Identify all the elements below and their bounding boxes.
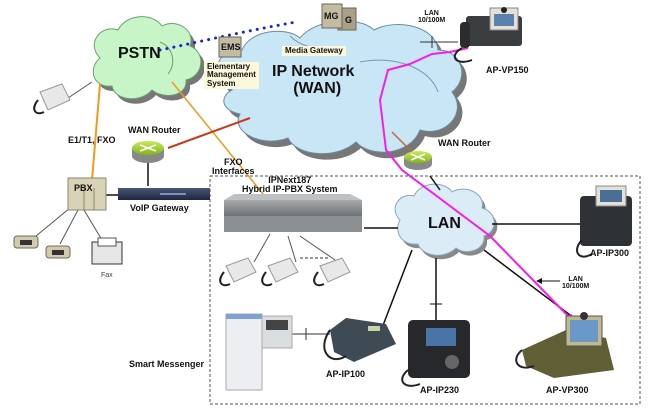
ems-server-icon xyxy=(218,36,242,58)
fxo-line2: Interfaces xyxy=(212,166,255,177)
ipnext187-pbx-icon xyxy=(224,194,362,232)
ap-ip300-phone-icon xyxy=(576,185,632,258)
mg-back-label: G xyxy=(345,15,353,25)
ems-note-line2: Management xyxy=(207,70,256,80)
analog-phone-icon-1 xyxy=(219,257,257,287)
lan-right-label: LAN 10/100M xyxy=(562,276,589,291)
fxo-interfaces-label: FXO Interfaces xyxy=(212,157,255,177)
mg-label: MG xyxy=(324,11,339,21)
link-ems-dotted xyxy=(158,20,298,52)
lan-right-line1: LAN xyxy=(568,276,583,283)
link-pstn-phone xyxy=(67,81,93,99)
ap-ip300-label: AP-IP300 xyxy=(590,248,630,258)
wan-router-icon-right xyxy=(404,151,432,170)
ap-ip230-label: AP-IP230 xyxy=(420,385,460,395)
lan-top-label: LAN 10/100M xyxy=(418,10,445,25)
link-lan-ip100 xyxy=(381,249,413,329)
fxo-line1: FXO xyxy=(224,157,243,167)
ems-label: EMS xyxy=(221,42,241,52)
pstn-label: PSTN xyxy=(118,45,161,62)
ip-network-label-line1: IP Network xyxy=(272,63,355,80)
pbx-label: PBX xyxy=(74,183,93,193)
lan-top-line2: 10/100M xyxy=(418,17,446,25)
smart-messenger-window-icon xyxy=(225,313,293,391)
fax-machine-icon xyxy=(91,237,123,265)
ipnext-line1: IPNext187 xyxy=(268,175,312,185)
ip-network-cloud xyxy=(216,20,467,160)
ap-vp150-phone-icon xyxy=(453,7,522,63)
fax-label: Fax xyxy=(101,272,113,279)
ap-vp300-phone-icon xyxy=(515,312,614,378)
desk-phone-icon-pbx-1 xyxy=(13,235,39,249)
e1-t1-fxo-label: E1/T1, FXO xyxy=(68,135,116,145)
ipnext-line2: Hybrid IP-PBX System xyxy=(242,184,338,195)
ems-note-line3: System xyxy=(207,78,236,88)
media-gateway-icon xyxy=(321,3,357,31)
media-gateway-note: Media Gateway xyxy=(282,46,346,57)
link-router2-lan xyxy=(429,175,441,191)
ems-note: Elementary Management System xyxy=(204,62,259,90)
lan-top-line1: LAN xyxy=(424,10,439,17)
analog-phone-icon-2 xyxy=(261,257,299,287)
ap-vp150-label: AP-VP150 xyxy=(486,65,529,75)
wan-router-right-label: WAN Router xyxy=(438,138,491,148)
site-boundary xyxy=(209,175,641,405)
ems-note-line1: Elementary xyxy=(207,62,251,71)
voip-gateway-label: VoIP Gateway xyxy=(130,203,189,213)
video-call-path xyxy=(378,47,573,321)
link-pstn-ipnext xyxy=(171,81,269,201)
wan-router-left-label: WAN Router xyxy=(128,125,181,135)
ap-vp300-label: AP-VP300 xyxy=(546,385,589,395)
link-pstn-pbx xyxy=(91,83,101,181)
ap-ip100-label: AP-IP100 xyxy=(326,369,366,379)
ip-network-label-line2: (WAN) xyxy=(293,79,342,97)
desk-phone-icon-pbx-2 xyxy=(45,245,71,259)
lan-cloud xyxy=(394,183,498,260)
analog-phone-icon-pstn xyxy=(33,83,71,115)
smart-messenger-label: Smart Messenger xyxy=(129,359,205,369)
lan-right-line2: 10/100M xyxy=(562,283,590,291)
ip-network-label: IP Network (WAN) xyxy=(272,63,355,98)
pbx-cabinet-icon xyxy=(67,177,107,211)
wan-router-icon-left xyxy=(132,141,164,163)
voip-gateway-icon xyxy=(118,188,210,200)
link-router-wan xyxy=(167,117,251,149)
pstn-cloud xyxy=(92,16,205,104)
ap-ip100-phone-icon xyxy=(323,318,396,362)
ipnext-label: IPNext187 Hybrid IP-PBX System xyxy=(242,175,338,195)
lan-label: LAN xyxy=(428,215,461,232)
ap-ip230-phone-icon xyxy=(401,320,470,387)
analog-phone-icon-3 xyxy=(313,257,351,287)
